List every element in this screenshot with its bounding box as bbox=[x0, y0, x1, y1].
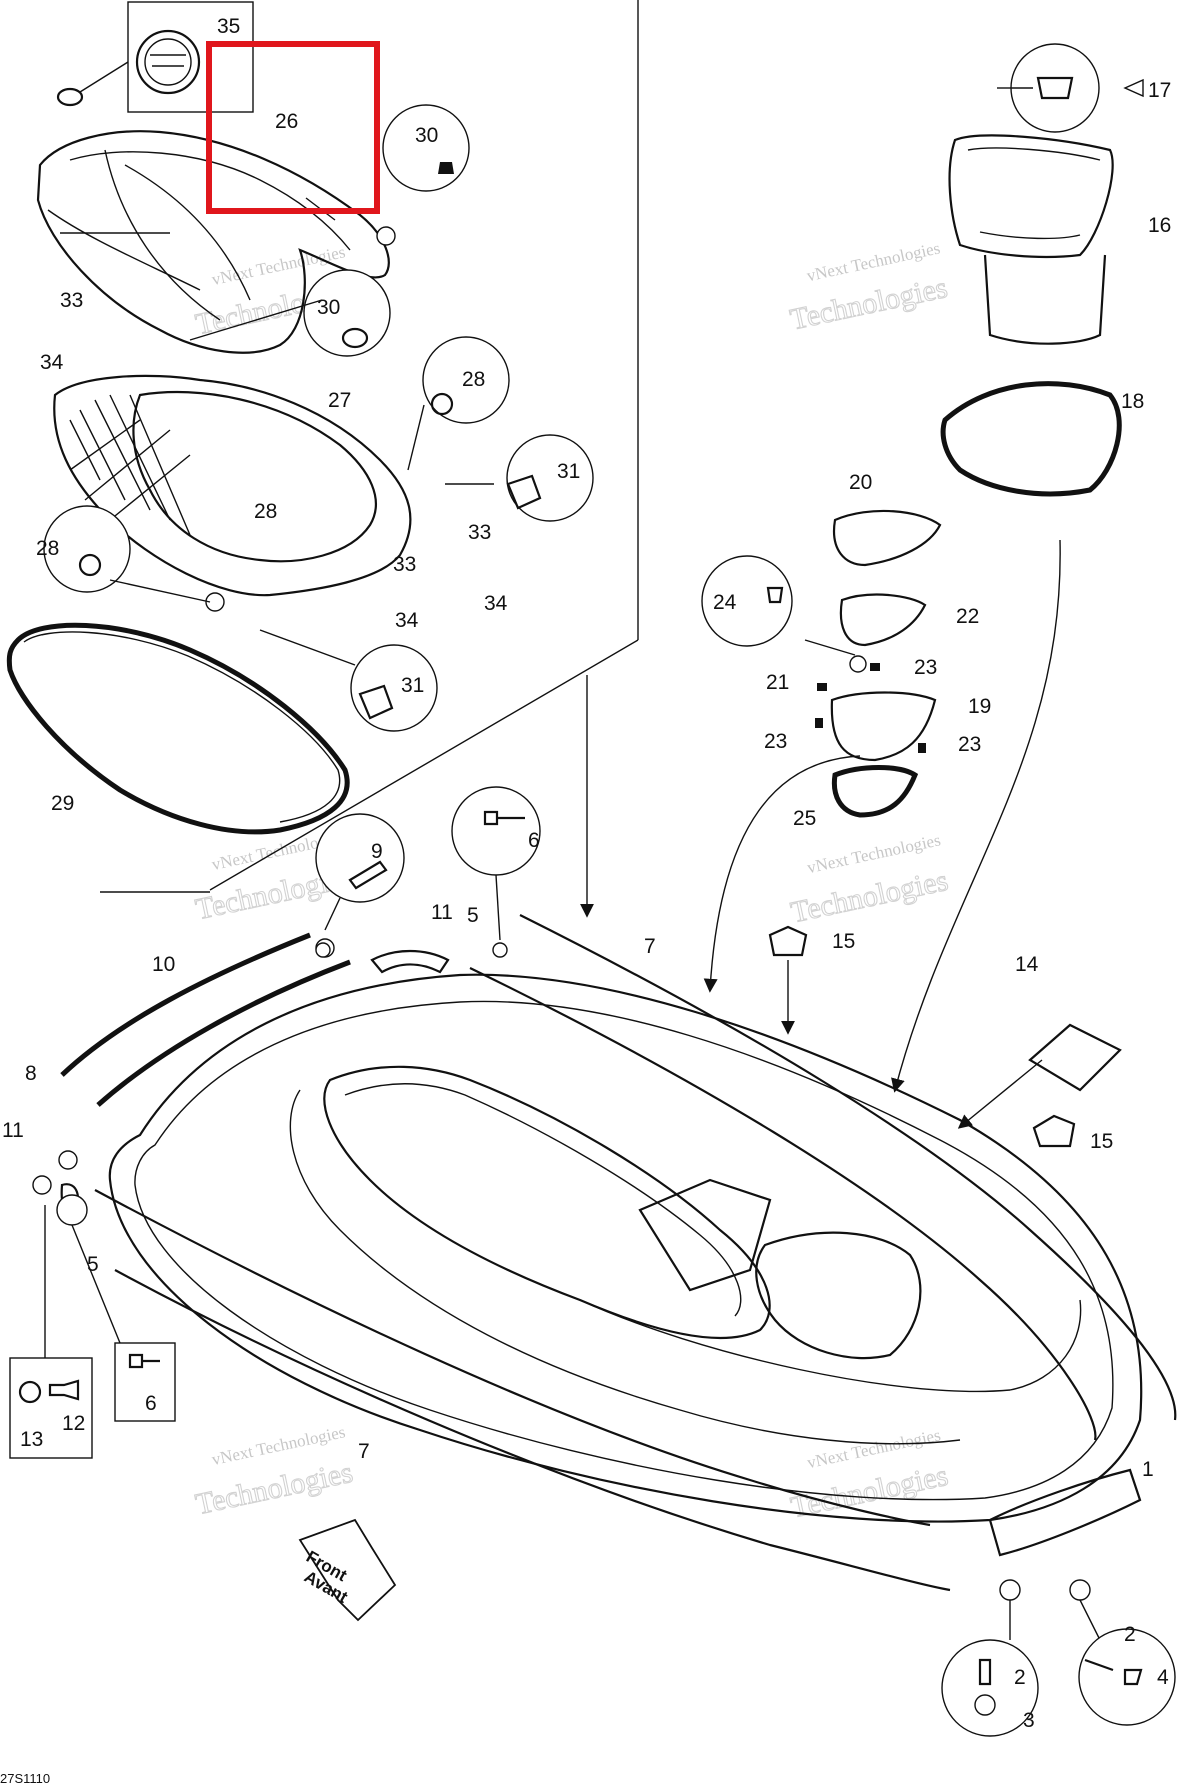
callout-30: 30 bbox=[317, 296, 340, 319]
callout-2: 2 bbox=[1014, 1666, 1026, 1689]
callout-23: 23 bbox=[958, 733, 981, 756]
callout-27: 27 bbox=[328, 389, 351, 412]
leader-arrows-right bbox=[703, 539, 1122, 1148]
callout-20: 20 bbox=[849, 471, 872, 494]
guide-lines bbox=[100, 0, 639, 918]
callout-29: 29 bbox=[51, 792, 74, 815]
callout-28: 28 bbox=[462, 368, 485, 391]
highlight-box-part-26 bbox=[206, 41, 380, 214]
callout-5: 5 bbox=[87, 1253, 99, 1276]
callout-22: 22 bbox=[956, 605, 979, 628]
callout-11: 11 bbox=[431, 901, 453, 924]
callout-7: 7 bbox=[358, 1440, 370, 1463]
watermark-group: vNext Technologies Technologies vNext Te… bbox=[192, 238, 951, 1524]
callout-34: 34 bbox=[395, 609, 419, 632]
bottom-right-callouts bbox=[941, 1579, 1176, 1737]
callout-26: 26 bbox=[275, 110, 298, 133]
callout-15: 15 bbox=[832, 930, 855, 953]
callout-7: 7 bbox=[644, 935, 656, 958]
callout-33: 33 bbox=[393, 553, 416, 576]
trim-strips bbox=[32, 914, 1177, 1592]
callout-34: 34 bbox=[40, 351, 64, 374]
callout-17: 17 bbox=[1148, 79, 1171, 102]
callout-24: 24 bbox=[713, 591, 737, 614]
callout-12: 12 bbox=[62, 1412, 85, 1435]
callout-18: 18 bbox=[1121, 390, 1144, 413]
callout-1: 1 bbox=[1142, 1458, 1154, 1481]
callout-28: 28 bbox=[254, 500, 277, 523]
callout-35: 35 bbox=[217, 15, 240, 38]
callout-33: 33 bbox=[468, 521, 491, 544]
callout-28: 28 bbox=[36, 537, 59, 560]
hull-deck bbox=[108, 973, 1143, 1523]
callout-25: 25 bbox=[793, 807, 816, 830]
callout-16: 16 bbox=[1148, 214, 1171, 237]
callout-23: 23 bbox=[764, 730, 787, 753]
callout-13: 13 bbox=[20, 1428, 43, 1451]
callout-6: 6 bbox=[528, 829, 540, 852]
callout-19: 19 bbox=[968, 695, 991, 718]
callout-21: 21 bbox=[766, 671, 789, 694]
callout-10: 10 bbox=[152, 953, 175, 976]
callout-33: 33 bbox=[60, 289, 83, 312]
callout-11: 11 bbox=[2, 1119, 24, 1142]
drawing-code: 27S1110 bbox=[0, 1771, 50, 1786]
callout-34: 34 bbox=[484, 592, 508, 615]
callout-labels: 1 2 2 2 3 4 5 5 5 6 6 7 7 8 9 10 11 11 1… bbox=[2, 15, 1171, 1732]
callout-14: 14 bbox=[1015, 953, 1039, 976]
callouts-upper-left bbox=[43, 104, 594, 732]
part-35-emblem bbox=[56, 1, 254, 113]
callout-9: 9 bbox=[371, 840, 383, 863]
callout-5: 5 bbox=[467, 904, 479, 927]
callout-2: 2 bbox=[1124, 1623, 1136, 1646]
storage-bin-group bbox=[701, 43, 1144, 818]
callout-3: 3 bbox=[1023, 1709, 1035, 1732]
callout-31: 31 bbox=[401, 674, 424, 697]
callout-8: 8 bbox=[25, 1062, 37, 1085]
callout-23: 23 bbox=[914, 656, 937, 679]
part-29-seal bbox=[6, 622, 350, 835]
callout-31: 31 bbox=[557, 460, 580, 483]
front-direction-arrow: Front Avant bbox=[298, 1518, 397, 1622]
callouts-middle bbox=[315, 786, 541, 958]
callout-4: 4 bbox=[1157, 1666, 1169, 1689]
lower-left-boxes bbox=[9, 1205, 176, 1459]
callout-6: 6 bbox=[145, 1392, 157, 1415]
part-26-seat-upper bbox=[36, 130, 396, 354]
callout-30: 30 bbox=[415, 124, 438, 147]
callout-15: 15 bbox=[1090, 1130, 1113, 1153]
